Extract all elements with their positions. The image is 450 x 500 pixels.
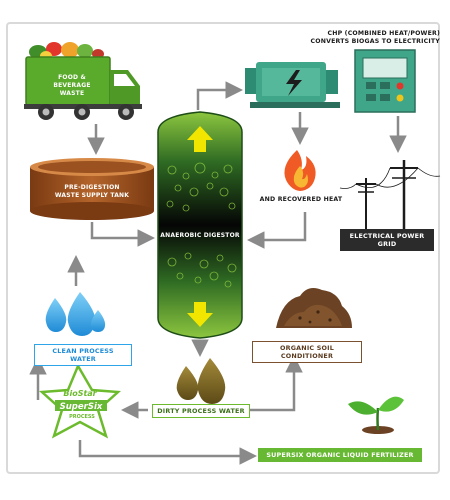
logo-line3: PROCESS <box>69 414 95 420</box>
digester-icon <box>157 111 243 339</box>
fertilizer-label: SUPERSIX ORGANIC LIQUID FERTILIZER <box>258 448 422 462</box>
truck-label-line2: WASTE <box>59 90 85 97</box>
water-drops-icon <box>45 292 106 336</box>
dirty-water-drops-icon <box>176 358 226 404</box>
waste-tank-icon <box>30 158 154 220</box>
tank-label-line2: WASTE SUPPLY TANK <box>54 192 130 199</box>
biostar-supersix-logo: BioStar SuperSix PROCESS <box>38 363 122 439</box>
sprout-icon <box>348 396 404 434</box>
diagram-frame <box>6 22 440 474</box>
truck-label-line1: FOOD & BEVERAGE <box>53 74 91 89</box>
digester-label: ANAEROBIC DIGESTOR <box>160 232 240 239</box>
logo-line2: SuperSix <box>60 402 103 412</box>
clean-water-label: CLEAN PROCESS WATER <box>34 344 132 366</box>
chp-title: CHP (COMBINED HEAT/POWER) CONVERTS BIOGA… <box>300 30 440 46</box>
chp-title-line1: CHP (COMBINED HEAT/POWER) <box>327 30 440 37</box>
truck-icon <box>24 42 142 120</box>
tank-label-line1: PRE-DIGESTION <box>64 184 120 191</box>
dirty-water-label: DIRTY PROCESS WATER <box>152 404 250 418</box>
soil-pile-icon <box>276 288 352 328</box>
logo-line1: BioStar <box>63 389 97 398</box>
flow-arrows <box>29 81 407 465</box>
chp-generator-icon <box>245 49 416 113</box>
soil-label: ORGANIC SOIL CONDITIONER <box>252 341 362 363</box>
truck-label: FOOD & BEVERAGE WASTE <box>40 74 104 98</box>
flame-icon <box>284 150 316 191</box>
power-pole-icon <box>339 160 441 232</box>
tank-label: PRE-DIGESTION WASTE SUPPLY TANK <box>36 184 148 200</box>
grid-label: ELECTRICAL POWER GRID <box>340 229 434 251</box>
heat-label: AND RECOVERED HEAT <box>259 196 343 203</box>
chp-title-line2: CONVERTS BIOGAS TO ELECTRICITY <box>310 38 440 45</box>
